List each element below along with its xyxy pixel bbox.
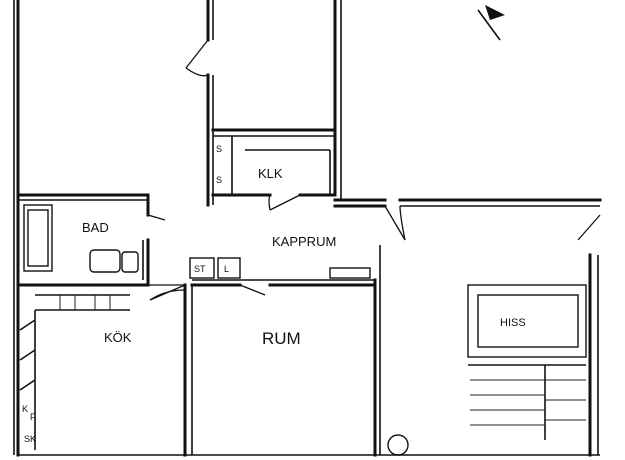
mark-s1: S <box>216 144 222 154</box>
radiator <box>329 267 371 279</box>
upper-room-walls <box>206 0 342 207</box>
lift-car <box>477 294 579 348</box>
mark-s2: S <box>216 175 222 185</box>
bathtub-inner <box>27 209 49 267</box>
st-closet <box>189 257 215 279</box>
l-closet <box>217 257 241 279</box>
room-label-kok: KÖK <box>104 330 132 345</box>
mark-sk: SK <box>24 434 36 444</box>
mark-k: K <box>22 404 28 414</box>
kitchen-counter: K F SK KÖK <box>16 283 150 450</box>
room-label-kapprum: KAPPRUM <box>272 234 336 249</box>
kok-rum-wall <box>149 283 193 457</box>
outer-wall-left <box>13 0 20 457</box>
room-label-klk: KLK <box>258 166 283 181</box>
mark-st: ST <box>194 264 206 274</box>
klk-closet: S S <box>211 128 337 197</box>
room-label-hiss: HISS <box>500 317 526 329</box>
room-label-bad: BAD <box>82 220 109 235</box>
st-l-closets: ST L <box>189 257 241 279</box>
room-label-rum: RUM <box>262 329 301 348</box>
toilet <box>121 251 139 273</box>
north-arrow-icon <box>477 5 505 41</box>
corridor-walls <box>333 198 602 241</box>
sink <box>89 249 121 273</box>
rum-room: RUM <box>190 245 409 457</box>
column <box>387 434 409 456</box>
mark-f: F <box>30 412 36 422</box>
bad-bathroom: BAD <box>16 193 185 287</box>
stairwell: HISS <box>467 253 599 457</box>
upper-doors <box>185 39 301 211</box>
mark-l: L <box>224 264 229 274</box>
